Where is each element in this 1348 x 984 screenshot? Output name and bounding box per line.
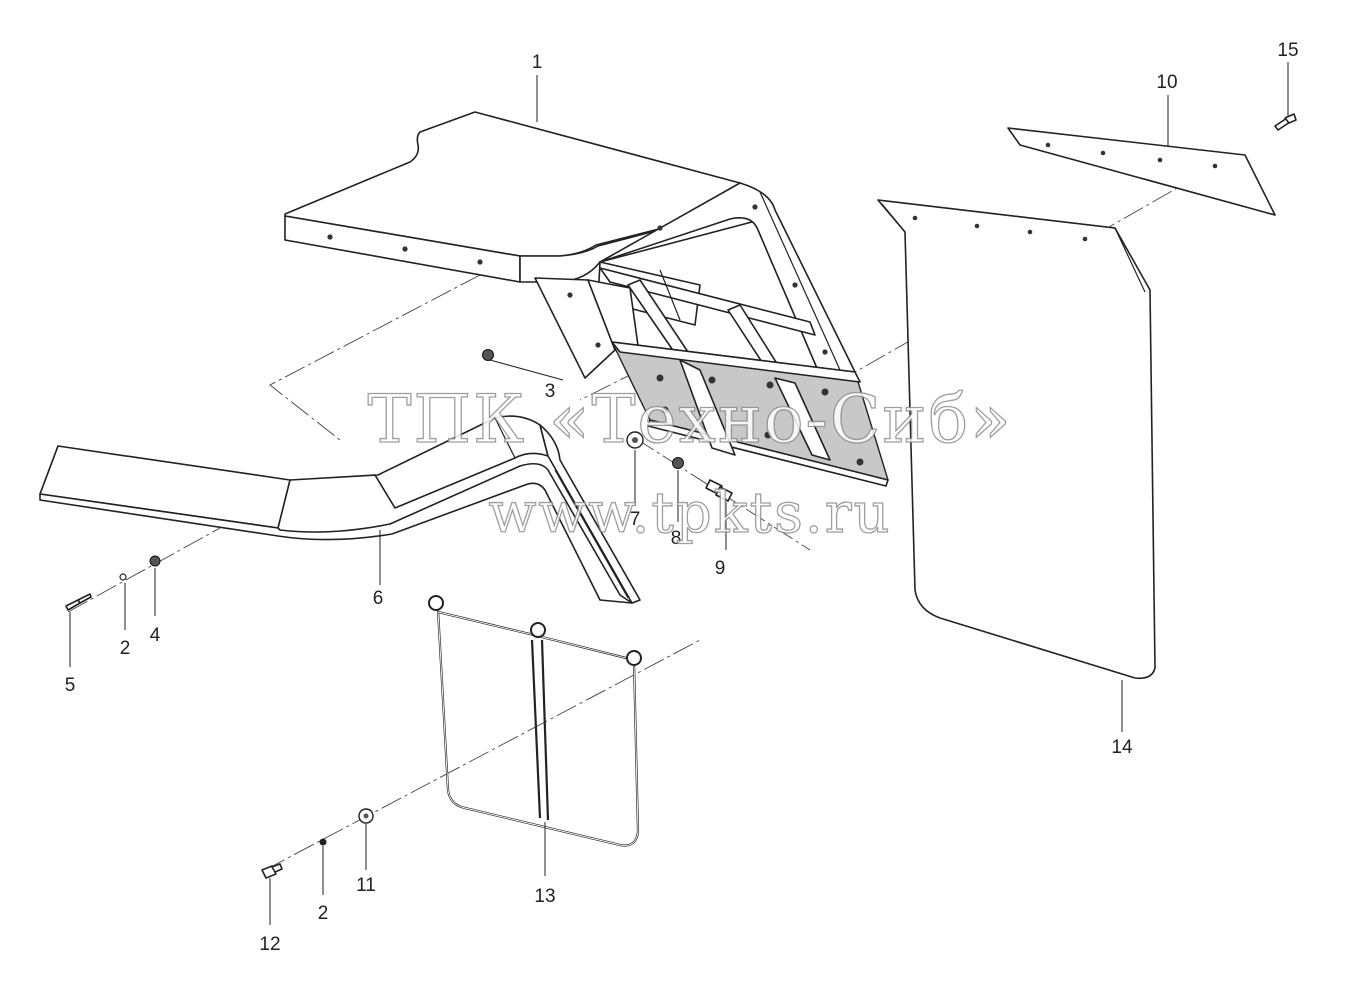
washer-7-icon [626,431,644,449]
callout-3: 3 [545,381,556,402]
watermark-url: www.tpkts.ru [488,481,891,546]
callout-labels: 1 2 2 3 4 5 6 7 8 9 10 11 12 13 14 15 [65,40,1299,955]
callout-15: 15 [1277,40,1298,61]
bolt-5-icon [65,593,92,611]
callout-2-upper: 2 [120,638,131,659]
watermark-company: ТПК «Техно-Сиб» [368,381,1013,458]
bolt-15-icon [1274,113,1297,131]
callout-13: 13 [534,886,555,907]
callout-11: 11 [356,875,376,896]
washer-11-icon [358,808,374,824]
bolt-12-icon [261,863,283,879]
callout-2-lower: 2 [318,903,329,924]
callout-4: 4 [150,625,161,646]
nut-8-icon [672,457,684,469]
washer-2-lower-icon [319,838,327,846]
callout-10: 10 [1156,72,1177,93]
bolt-9-icon [705,479,733,502]
part-6-fender-arc [39,415,641,604]
part-1-fender-bracket [284,111,889,487]
callout-6: 6 [373,588,384,609]
callout-7: 7 [630,509,641,530]
callout-14: 14 [1111,737,1133,758]
callout-5: 5 [65,675,76,696]
part-14-mud-flap [877,199,1156,680]
hardware [65,113,1297,879]
part-10-mounting-strip [1007,127,1276,216]
part-13-wire-frame [428,595,642,847]
callout-12: 12 [259,934,280,955]
nut-4-icon [149,555,161,567]
washer-2-upper-icon [119,573,127,581]
callout-8: 8 [671,528,682,549]
callout-1: 1 [532,52,543,73]
leader-lines [69,62,1289,925]
callout-9: 9 [715,558,726,579]
watermark: ТПК «Техно-Сиб» www.tpkts.ru [367,380,1013,546]
nut-3-icon [482,349,494,361]
